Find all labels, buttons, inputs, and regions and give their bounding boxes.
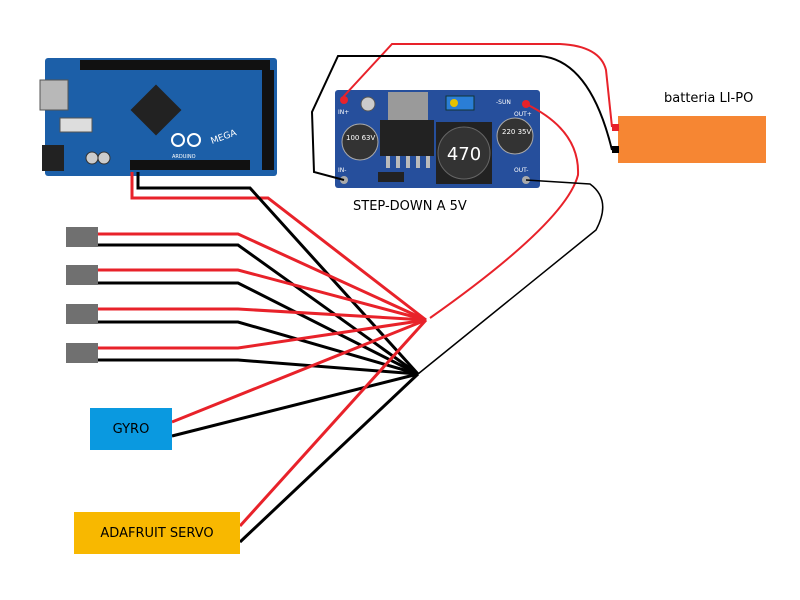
wire-servo-ground bbox=[238, 372, 420, 544]
wire-gyro-ground bbox=[171, 372, 419, 438]
top-header bbox=[80, 60, 270, 70]
wire-regulator-out-negative bbox=[417, 179, 604, 375]
wire-regulator-out-positive bbox=[429, 103, 580, 319]
gyro-label: GYRO bbox=[112, 421, 150, 437]
wire-battery-negative bbox=[310, 55, 613, 181]
arduino-mega-board: MEGA ARDUINO bbox=[39, 58, 277, 176]
capacitor-2 bbox=[97, 151, 111, 165]
side-header bbox=[262, 70, 274, 170]
trim-label: -SUN bbox=[496, 99, 511, 106]
inductor bbox=[437, 126, 491, 180]
arduino-brand-text: ARDUINO bbox=[172, 154, 196, 160]
gyro-module: GYRO bbox=[90, 408, 172, 450]
wire-motor-2-positive bbox=[98, 268, 427, 322]
battery-label: batteria LI-PO bbox=[664, 91, 754, 106]
wire-motor-3-ground bbox=[98, 320, 419, 376]
crystal bbox=[59, 117, 93, 133]
battery-negative-terminal bbox=[612, 146, 619, 153]
usb-port bbox=[39, 79, 69, 111]
diode bbox=[360, 96, 376, 112]
wire-motor-1-positive bbox=[98, 232, 427, 322]
regulator-heatsink bbox=[388, 92, 428, 122]
battery-positive-terminal bbox=[612, 124, 619, 131]
motor-connector-3 bbox=[66, 304, 98, 324]
pin-in-minus-label: IN- bbox=[338, 167, 346, 174]
arduino-logo-ring-right bbox=[187, 133, 201, 147]
smd-diode bbox=[378, 172, 404, 182]
wire-arduino-ground bbox=[136, 172, 420, 376]
pin-in-plus-label: IN+ bbox=[338, 109, 349, 116]
pin-out-minus-label: OUT- bbox=[514, 167, 528, 174]
motor-connector-4 bbox=[66, 343, 98, 363]
wire-motor-4-positive bbox=[98, 318, 427, 350]
wire-battery-positive bbox=[343, 43, 613, 128]
capacitor-1 bbox=[85, 151, 99, 165]
output-capacitor-label: 220 35V bbox=[502, 128, 531, 136]
arduino-logo-ring-left bbox=[171, 133, 185, 147]
wire-servo-positive bbox=[238, 318, 428, 528]
wire-motor-2-ground bbox=[98, 281, 419, 376]
output-capacitor bbox=[496, 117, 534, 155]
adafruit-servo-board: ADAFRUIT SERVO bbox=[74, 512, 240, 554]
wire-motor-4-ground bbox=[98, 358, 419, 376]
power-jack bbox=[42, 145, 64, 171]
inductor-value: 470 bbox=[447, 144, 481, 165]
motor-connector-2 bbox=[66, 265, 98, 285]
input-capacitor-label: 100 63V bbox=[346, 134, 375, 142]
stepdown-label: STEP-DOWN A 5V bbox=[353, 199, 467, 214]
wire-gyro-positive bbox=[171, 318, 427, 424]
servo-label: ADAFRUIT SERVO bbox=[100, 525, 214, 541]
input-capacitor bbox=[341, 123, 379, 161]
pin-out-plus-label: OUT+ bbox=[514, 111, 532, 118]
battery-lipo bbox=[618, 116, 766, 163]
wire-arduino-positive bbox=[130, 172, 427, 322]
bottom-header bbox=[130, 160, 250, 170]
step-down-regulator: 100 63V 470 220 35V -SUN IN+ IN- OUT+ OU… bbox=[335, 90, 540, 188]
regulator-ic bbox=[380, 120, 434, 156]
wire-motor-3-positive bbox=[98, 307, 427, 322]
mcu-chip bbox=[130, 84, 182, 136]
motor-connector-1 bbox=[66, 227, 98, 247]
